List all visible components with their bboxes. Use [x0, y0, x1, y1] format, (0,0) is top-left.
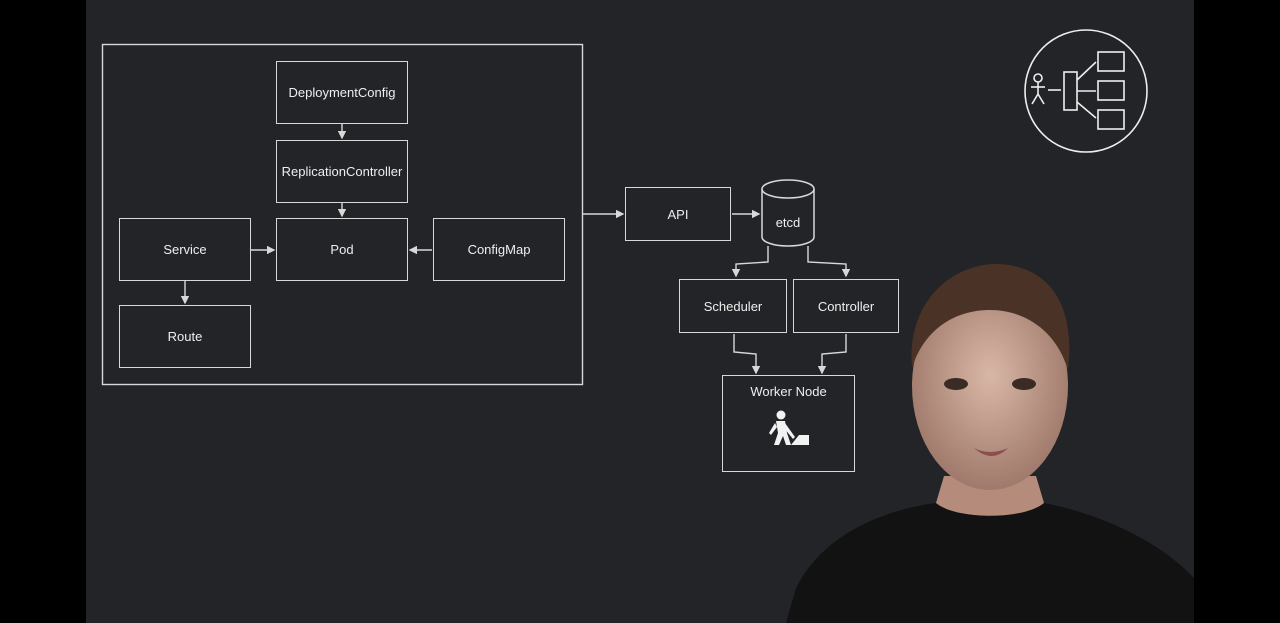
node-service: Service [119, 218, 251, 281]
construction-worker-icon [768, 410, 809, 445]
node-label: Scheduler [703, 298, 763, 314]
node-label: Route [167, 329, 203, 344]
node-configmap: ConfigMap [433, 218, 565, 281]
arrow-controller-to-worker [817, 334, 847, 375]
diagram-connectors [101, 29, 1148, 386]
node-replicationcontroller: ReplicationController [276, 140, 408, 203]
node-scheduler: Scheduler [679, 279, 787, 333]
node-label: DeploymentConfig [288, 85, 396, 100]
node-route: Route [119, 305, 251, 368]
node-label: ConfigMap [467, 242, 531, 257]
node-label: Worker Node [750, 384, 827, 399]
video-frame: DeploymentConfig ReplicationController P… [86, 0, 1194, 623]
node-label: Pod [330, 242, 354, 257]
node-label: Controller [817, 298, 875, 314]
arrow-etcd-to-scheduler [731, 246, 769, 278]
person-service-logo-icon [1024, 29, 1148, 153]
node-deploymentconfig: DeploymentConfig [276, 61, 408, 124]
etcd-cylinder [761, 179, 815, 247]
node-api: API [625, 187, 731, 241]
arrow-etcd-to-controller [807, 246, 851, 278]
node-label: API [667, 206, 689, 222]
presenter-video [786, 263, 1194, 623]
node-pod: Pod [276, 218, 408, 281]
node-controller: Controller [793, 279, 899, 333]
project-frame [101, 43, 584, 386]
node-label: Service [163, 242, 207, 257]
node-label: ReplicationController [281, 164, 403, 179]
node-worker: Worker Node [722, 375, 855, 472]
node-etcd: etcd [762, 200, 814, 244]
node-label: etcd [775, 214, 801, 230]
arrow-scheduler-to-worker [733, 334, 761, 375]
